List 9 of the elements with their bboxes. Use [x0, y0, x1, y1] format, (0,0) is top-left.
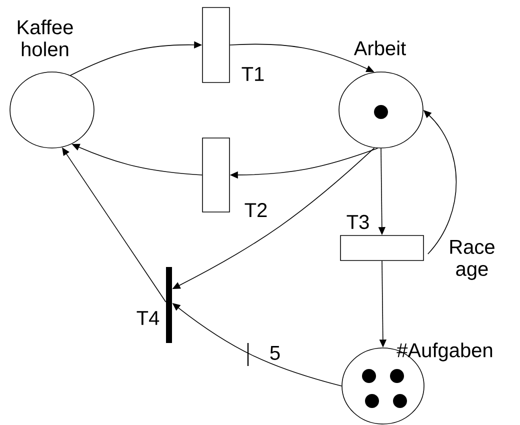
edge-label: 5: [268, 345, 282, 361]
node-label: Arbeit: [354, 40, 406, 56]
node-label: T4: [136, 311, 160, 325]
node-label: T3: [346, 214, 369, 230]
node-label: Kaffee holen: [18, 20, 73, 56]
node-label: T1: [242, 67, 264, 81]
node-label: T2: [244, 203, 267, 217]
node-label: #Aufgaben: [396, 342, 492, 362]
edge-label: Race age: [441, 239, 503, 281]
